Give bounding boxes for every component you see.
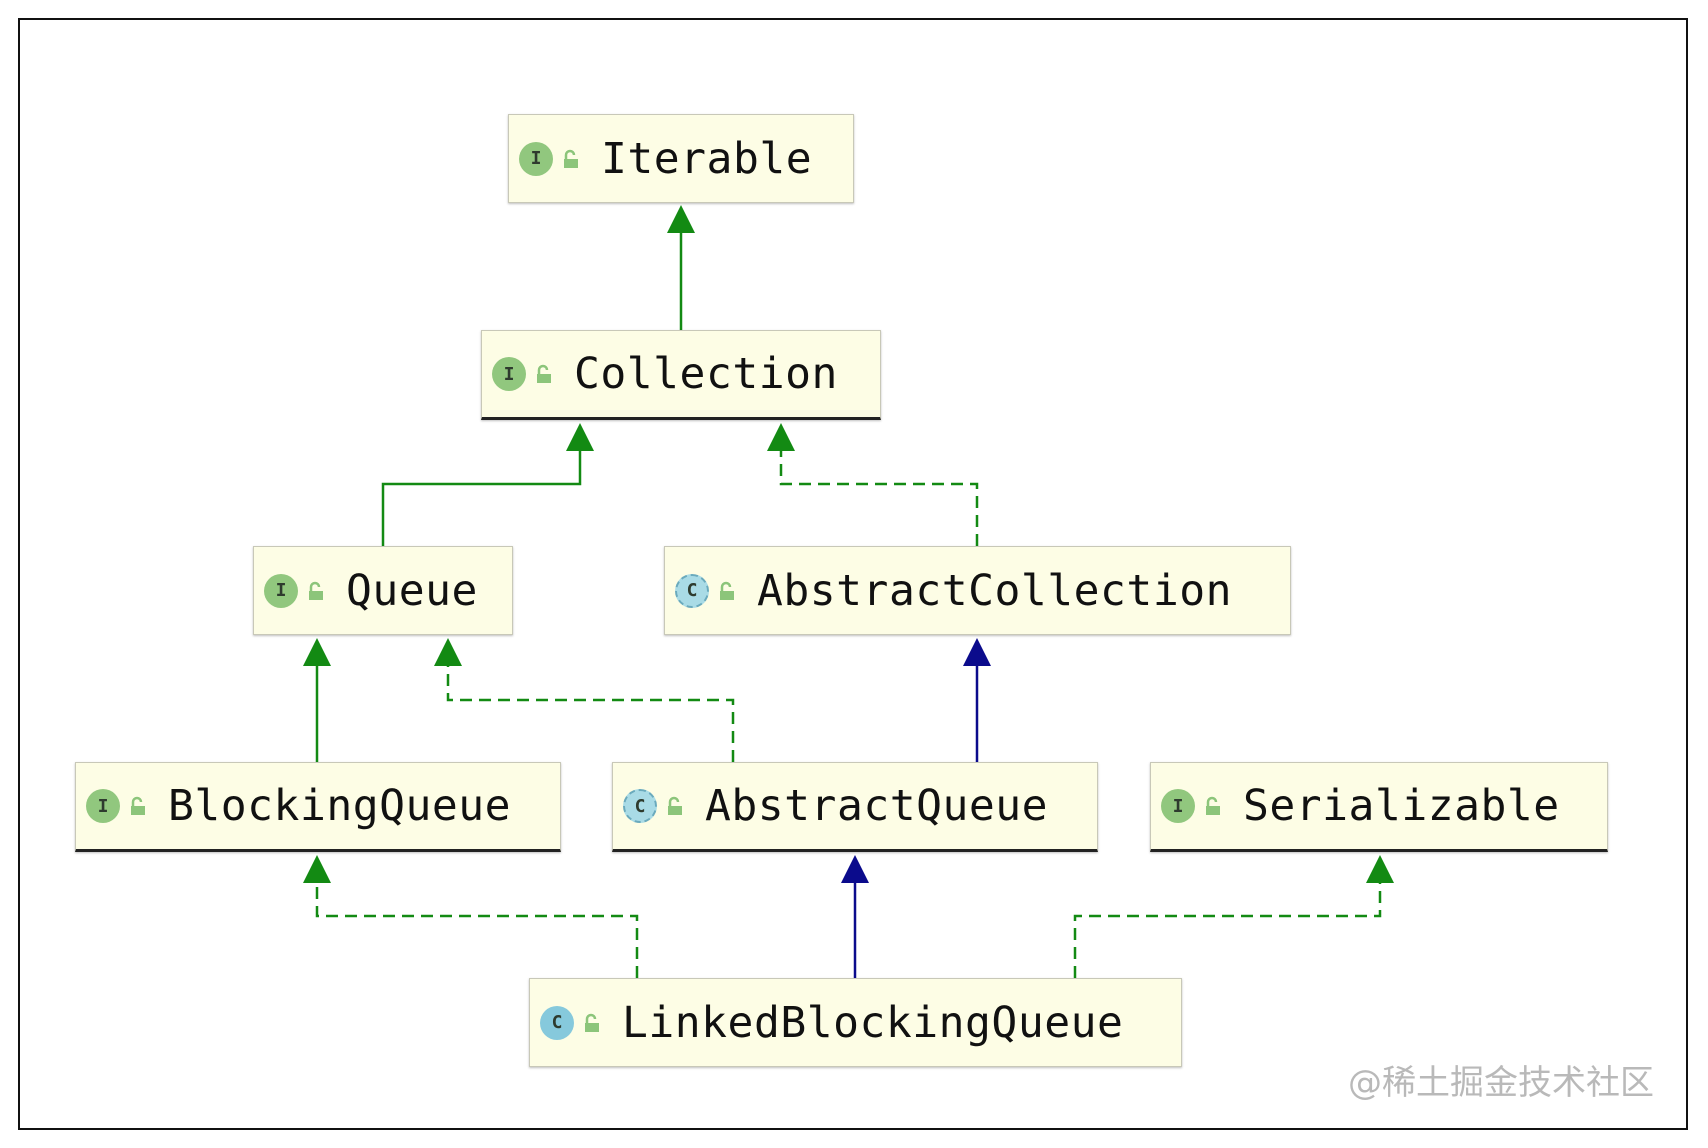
node-label: Iterable — [601, 133, 813, 184]
arrowhead-blockingqueue — [303, 855, 331, 883]
node-iterable[interactable]: I Iterable — [508, 114, 854, 203]
arrowhead-collection-right — [767, 423, 795, 451]
arrowhead-iterable — [667, 205, 695, 233]
node-serializable[interactable]: I Serializable — [1150, 762, 1608, 852]
node-label: BlockingQueue — [168, 781, 512, 831]
node-label: Queue — [346, 565, 478, 616]
unlocked-visibility-icon — [131, 796, 145, 815]
edge-lbq-blockingqueue — [315, 862, 639, 978]
unlocked-visibility-icon — [668, 796, 682, 815]
node-blockingqueue[interactable]: I BlockingQueue — [75, 762, 561, 852]
interface-badge-icon: I — [86, 789, 120, 823]
node-abstractcollection[interactable]: C AbstractCollection — [664, 546, 1291, 635]
arrowhead-abstractqueue — [841, 855, 869, 883]
arrowhead-collection-left — [566, 423, 594, 451]
class-badge-icon: C — [540, 1005, 574, 1040]
unlocked-visibility-icon — [309, 581, 323, 600]
interface-badge-icon: I — [1161, 789, 1195, 823]
edge-abstractcollection-collection — [779, 430, 979, 546]
edge-abstractqueue-queue — [446, 645, 735, 762]
abstract-class-badge-icon: C — [675, 573, 709, 608]
node-queue[interactable]: I Queue — [253, 546, 513, 635]
arrowhead-serializable — [1366, 855, 1394, 883]
abstract-class-badge-icon: C — [623, 789, 657, 823]
unlocked-visibility-icon — [585, 1013, 599, 1032]
node-label: AbstractCollection — [757, 565, 1232, 616]
edge-queue-collection — [381, 430, 582, 546]
unlocked-visibility-icon — [720, 581, 734, 600]
edge-lbq-serializable — [1073, 862, 1382, 978]
interface-badge-icon: I — [264, 573, 298, 608]
node-label: Collection — [574, 349, 838, 399]
node-abstractqueue[interactable]: C AbstractQueue — [612, 762, 1098, 852]
interface-badge-icon: I — [519, 141, 553, 176]
arrowhead-queue-right — [434, 638, 462, 666]
node-label: LinkedBlockingQueue — [622, 997, 1124, 1048]
arrowhead-queue-left — [303, 638, 331, 666]
node-label: AbstractQueue — [705, 781, 1049, 831]
node-label: Serializable — [1243, 781, 1560, 831]
unlocked-visibility-icon — [537, 364, 551, 383]
arrowhead-abstractcollection — [963, 638, 991, 666]
interface-badge-icon: I — [492, 357, 526, 391]
node-linkedblockingqueue[interactable]: C LinkedBlockingQueue — [529, 978, 1182, 1067]
node-collection[interactable]: I Collection — [481, 330, 881, 420]
unlocked-visibility-icon — [1206, 796, 1220, 815]
unlocked-visibility-icon — [564, 149, 578, 168]
watermark: @稀土掘金技术社区 — [1348, 1063, 1654, 1103]
